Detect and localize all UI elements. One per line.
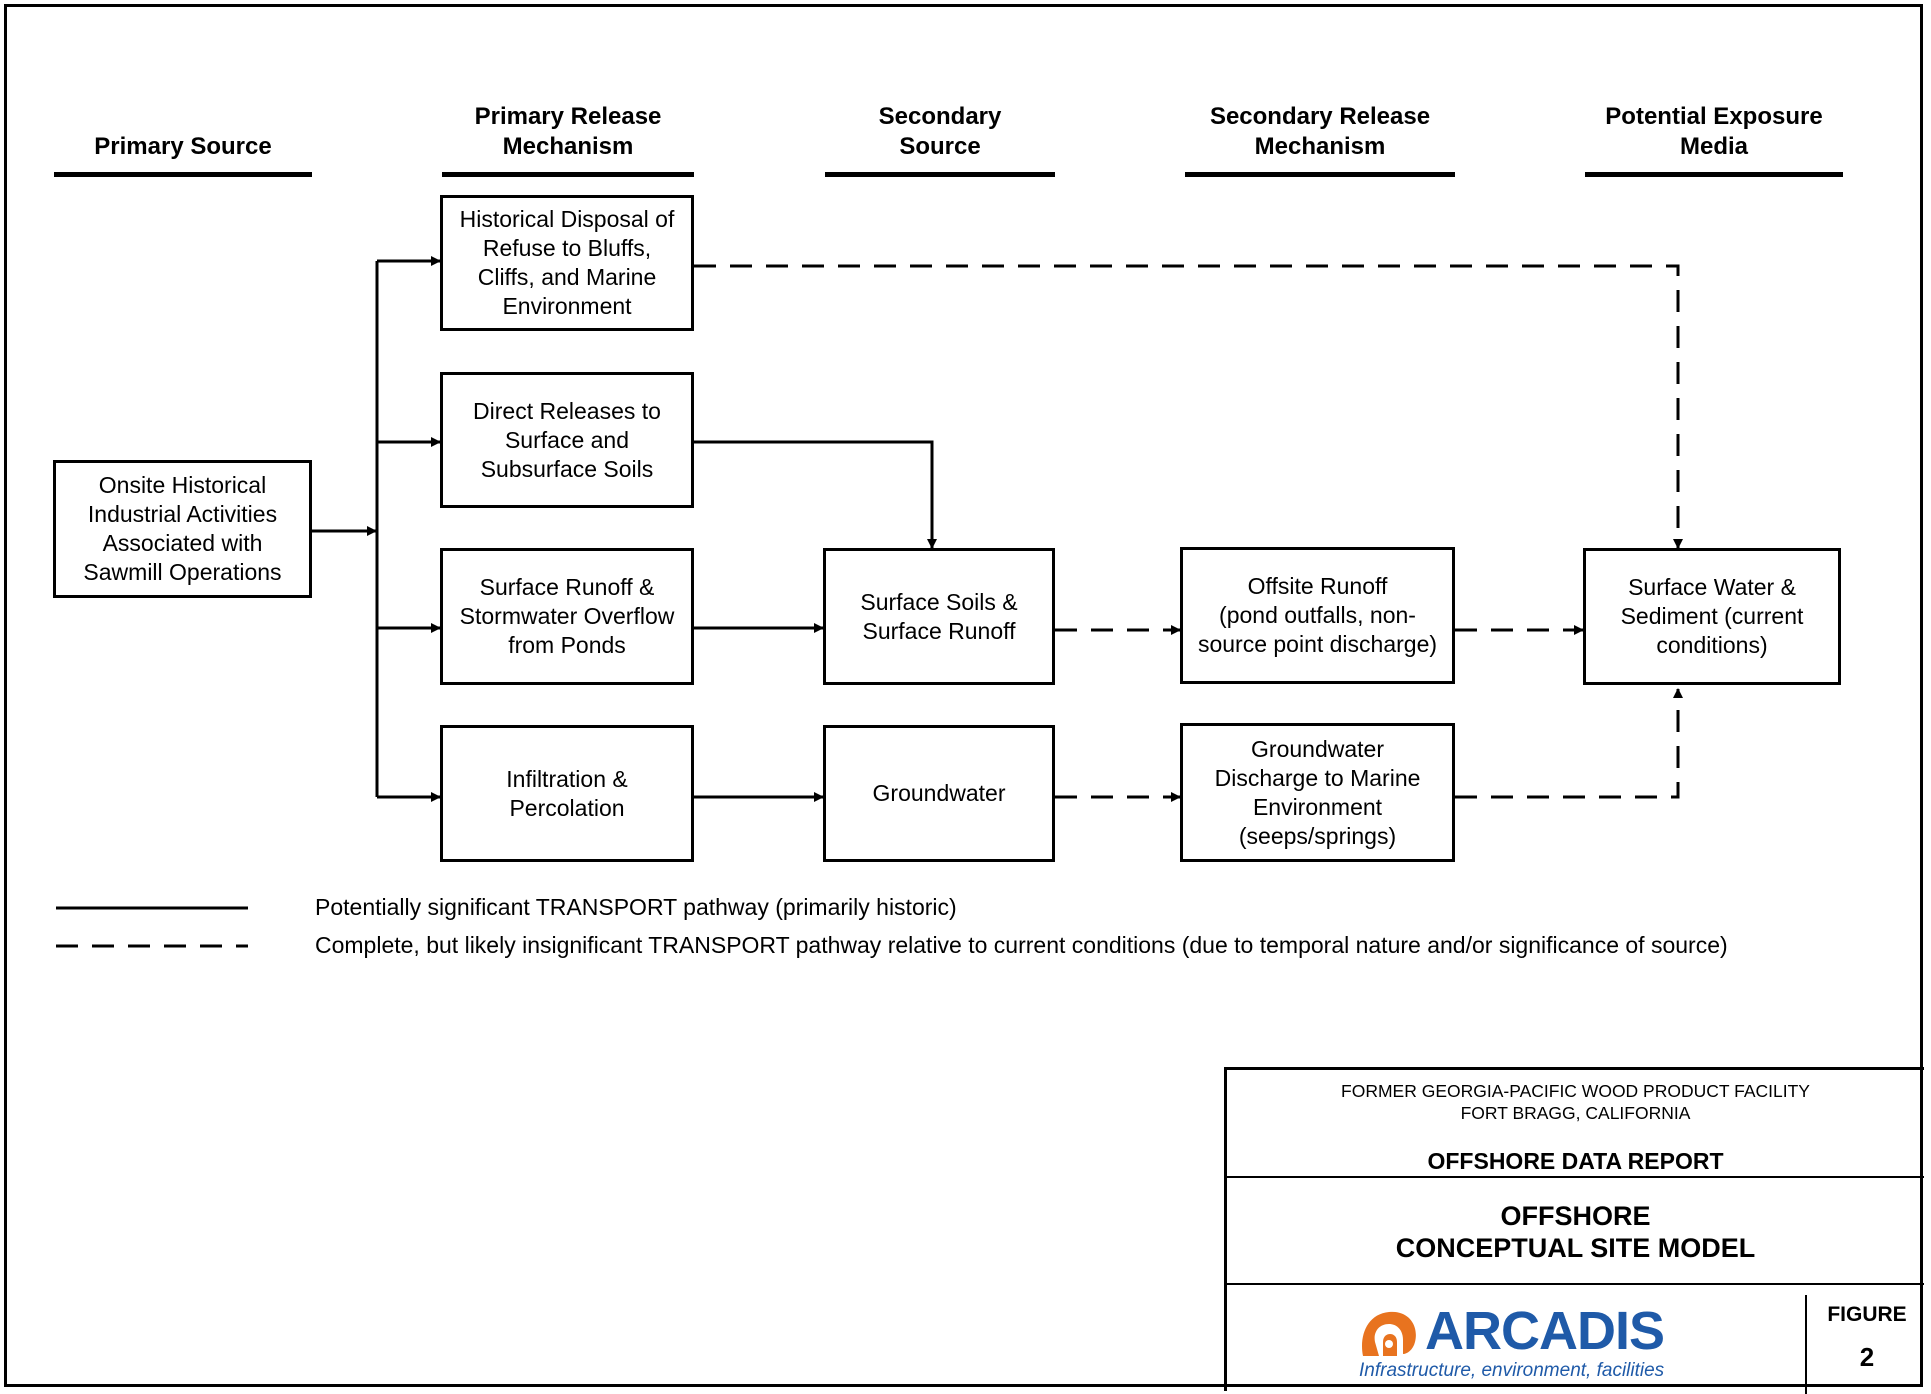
header-primary-source: Primary Source <box>94 133 272 160</box>
arcadis-logo-icon <box>1362 1311 1416 1356</box>
title-block-divider <box>1227 1283 1924 1285</box>
header-secondary-source: Secondary Source <box>878 103 1002 160</box>
header-exposure-media: Potential Exposure Media <box>1605 103 1823 160</box>
facility-location: FORT BRAGG, CALIFORNIA <box>1460 1103 1691 1123</box>
box-offsite-runoff: Offsite Runoff (pond outfalls, non- sour… <box>1180 547 1455 684</box>
box-surface-runoff-ponds: Surface Runoff & Stormwater Overflow fro… <box>440 548 694 685</box>
box-groundwater: Groundwater <box>823 725 1055 862</box>
figure-frame <box>4 4 1923 1387</box>
arcadis-logo: ARCADIS Infrastructure, environment, fac… <box>1357 1301 1717 1382</box>
header-secondary-release: Secondary Release Mechanism <box>1209 103 1431 160</box>
facility-name: FORMER GEORGIA-PACIFIC WOOD PRODUCT FACI… <box>1341 1081 1810 1101</box>
header-underline <box>1185 172 1455 177</box>
figure-divider <box>1805 1295 1807 1394</box>
box-onsite-activities: Onsite Historical Industrial Activities … <box>53 460 312 598</box>
header-underline <box>1585 172 1843 177</box>
header-primary-release: Primary Release Mechanism <box>474 103 662 160</box>
box-direct-releases: Direct Releases to Surface and Subsurfac… <box>440 372 694 508</box>
dashed-arrow-discharge-to-surface-water <box>1455 688 1683 799</box>
solid-arrow-direct-to-soils <box>694 440 937 549</box>
box-surface-soils: Surface Soils & Surface Runoff <box>823 548 1055 685</box>
report-name: OFFSHORE DATA REPORT <box>1427 1148 1724 1174</box>
legend-dashed-text: Complete, but likely insignificant TRANS… <box>315 932 1728 958</box>
title-block: FORMER GEORGIA-PACIFIC WOOD PRODUCT FACI… <box>1224 1067 1924 1394</box>
box-groundwater-discharge: Groundwater Discharge to Marine Environm… <box>1180 723 1455 862</box>
box-historical-disposal: Historical Disposal of Refuse to Bluffs,… <box>440 195 694 331</box>
header-underline <box>442 172 694 177</box>
header-underline <box>54 172 312 177</box>
legend-solid-text: Potentially significant TRANSPORT pathwa… <box>315 894 957 920</box>
arcadis-wordmark: ARCADIS <box>1425 1301 1665 1361</box>
figure-label: FIGURE <box>1827 1303 1907 1326</box>
figure-title: OFFSHORE CONCEPTUAL SITE MODEL <box>1395 1201 1756 1263</box>
box-surface-water-sediment: Surface Water & Sediment (current condit… <box>1583 548 1841 685</box>
dashed-arrow-disposal-to-surface-water <box>694 264 1683 549</box>
header-underline <box>825 172 1055 177</box>
arcadis-tagline: Infrastructure, environment, facilities <box>1359 1360 1665 1381</box>
title-block-divider <box>1227 1176 1924 1178</box>
box-infiltration: Infiltration & Percolation <box>440 725 694 862</box>
figure-number: 2 <box>1859 1342 1875 1372</box>
